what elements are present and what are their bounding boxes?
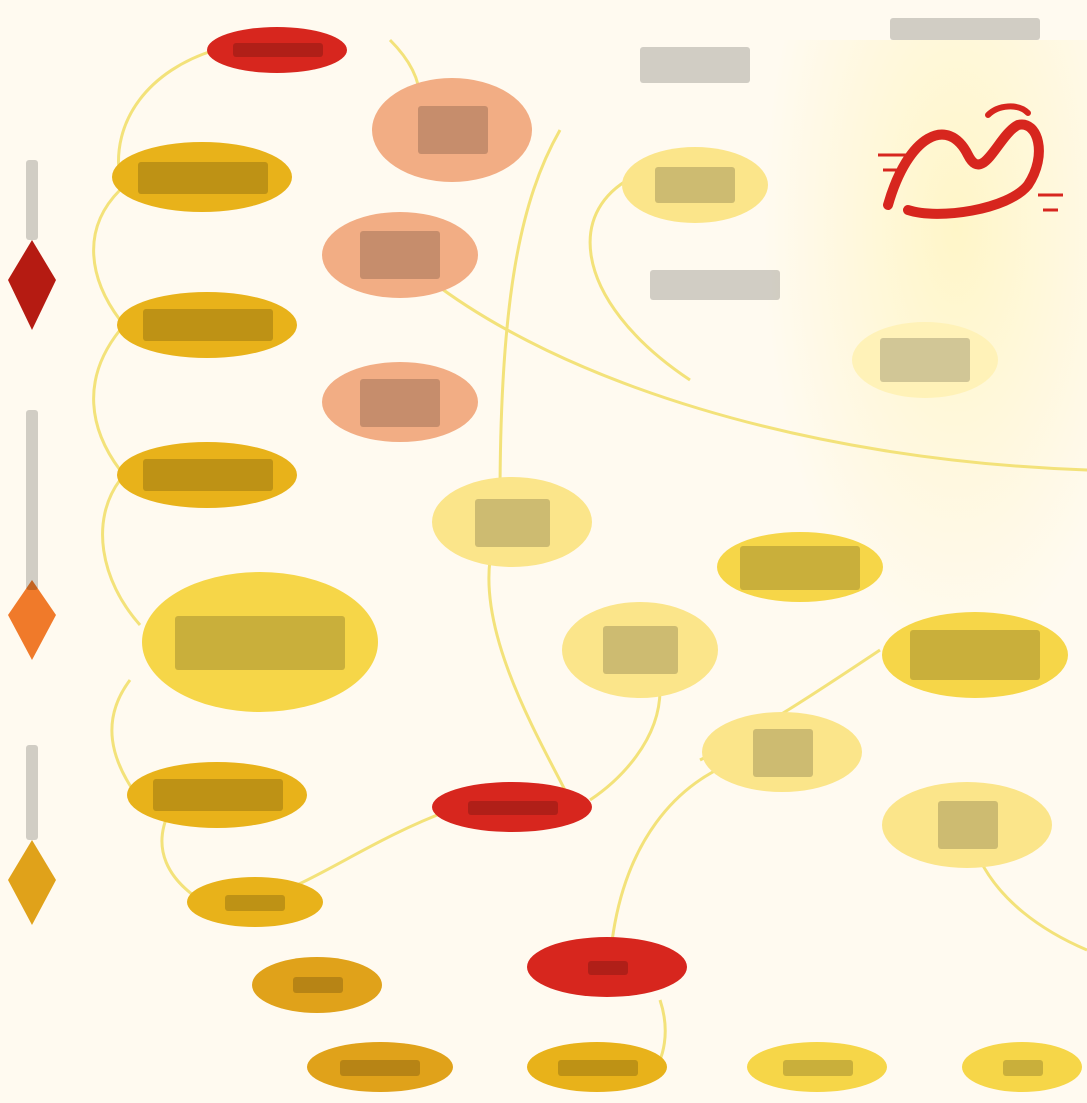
connector (117, 48, 216, 181)
medallion-node (960, 1040, 1085, 1095)
medallion-node (320, 360, 480, 445)
medallion-node (370, 75, 535, 185)
medallion-node (430, 780, 595, 835)
orange-medallion-icon (8, 580, 56, 660)
medallion-node (700, 710, 865, 795)
legend-label-middle (26, 390, 40, 590)
text-node (610, 35, 780, 95)
legend-label-top (26, 150, 40, 240)
medallion-node (110, 140, 295, 215)
medallion-node (880, 780, 1055, 870)
connector (101, 479, 142, 626)
connector (487, 559, 572, 801)
medallion-node (205, 25, 350, 75)
connector (92, 188, 122, 321)
medallion-node (525, 935, 690, 1000)
medallion-node (125, 760, 310, 830)
connector (588, 168, 691, 382)
calligraphy-emblem-icon (878, 103, 1063, 219)
medallion-node (715, 530, 885, 605)
legend-label-bottom (26, 730, 40, 840)
medallion-node (560, 600, 720, 700)
medallion-node (305, 1040, 455, 1095)
medallion-node (745, 1040, 890, 1095)
connector (978, 859, 1087, 952)
medallion-node (320, 210, 480, 300)
connector (92, 329, 122, 471)
medallion-node (880, 610, 1070, 700)
medallion-node (525, 1040, 670, 1095)
medallion-node (185, 875, 325, 930)
connector (589, 689, 662, 802)
text-node (630, 260, 800, 310)
medallion-node (115, 290, 300, 360)
medallion-node (115, 440, 300, 510)
connector (429, 278, 1087, 472)
connector (160, 809, 201, 902)
medallion-node (620, 145, 770, 225)
medallion-node-large (140, 570, 380, 715)
medallion-node (250, 955, 385, 1015)
medallion-node (850, 320, 1000, 400)
header-title (890, 18, 1040, 40)
connector (498, 129, 562, 501)
legend (0, 40, 64, 960)
red-medallion-icon (8, 240, 56, 330)
gold-medallion-icon (8, 840, 56, 925)
medallion-node (430, 475, 595, 570)
